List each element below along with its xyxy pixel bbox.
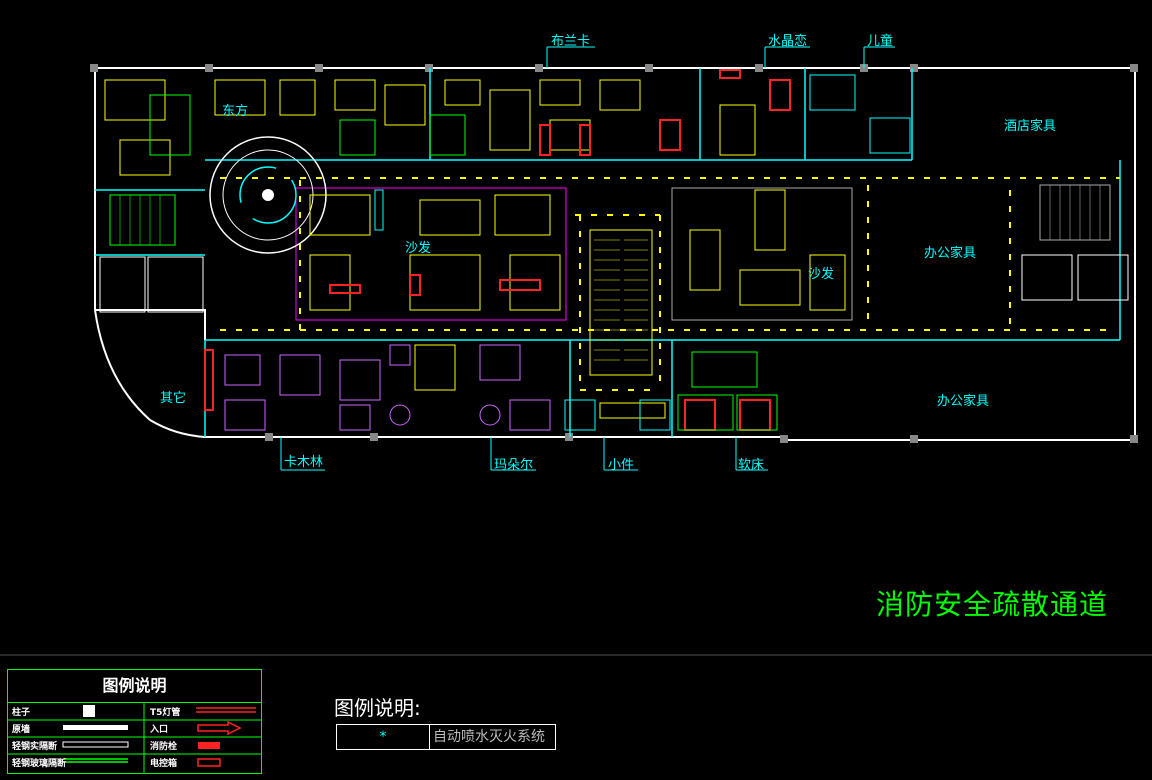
label-qita: 其它: [160, 391, 187, 406]
label-bangong2: 办公家具: [937, 394, 990, 409]
legend-table: 图例说明 柱子 原墙 轻钢实隔断 轻钢玻璃隔断 T5灯管 入口 消防栓 电控箱: [7, 669, 262, 774]
label-shafa1: 沙发: [405, 241, 432, 256]
legend-title: 图例说明: [8, 670, 261, 703]
label-xiaojian: 小件: [608, 458, 635, 473]
label-bangong1: 办公家具: [924, 246, 977, 261]
legend2-title: 图例说明:: [334, 696, 421, 720]
label-maduoer: 玛朵尔: [494, 458, 534, 473]
legend-lines: [8, 702, 261, 773]
label-jiudian: 酒店家具: [1004, 119, 1057, 134]
label-shafa2: 沙发: [808, 267, 835, 282]
sprinkler-icon: *: [337, 725, 430, 749]
drawing-title: 消防安全疏散通道: [876, 588, 1109, 621]
label-ertong: 儿童: [867, 34, 894, 49]
legend2-text: 自动喷水灭火系统: [433, 729, 545, 745]
legend-hydrant: 消防栓: [150, 742, 178, 752]
label-kamulin: 卡木林: [284, 455, 324, 470]
legend2-row: * 自动喷水灭火系统: [336, 724, 556, 750]
legend-light-partition: 轻钢实隔断: [12, 742, 58, 752]
label-bulanka: 布兰卡: [551, 34, 591, 49]
legend-t5: T5灯管: [150, 708, 181, 718]
legend-glass-partition: 轻钢玻璃隔断: [12, 759, 67, 769]
legend-wall: 原墙: [12, 725, 31, 735]
label-dongfang: 东方: [222, 104, 249, 119]
label-ruanchuang: 软床: [738, 458, 765, 473]
legend-column: 柱子: [12, 708, 31, 718]
legend-entrance: 入口: [150, 725, 169, 735]
label-shuijinglian: 水晶恋: [768, 34, 808, 49]
legend-elec-box: 电控箱: [150, 759, 178, 769]
